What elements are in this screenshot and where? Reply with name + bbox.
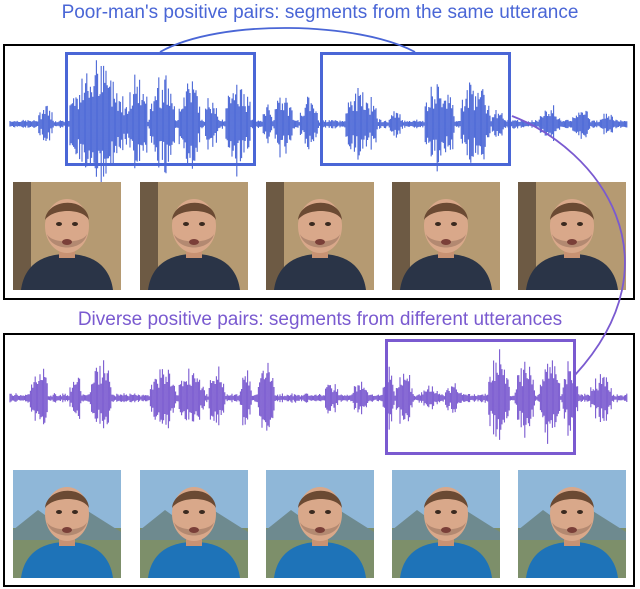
speaker-face-indoor-icon	[140, 182, 248, 290]
waveform-trace	[9, 349, 628, 444]
top-video-frame	[140, 182, 248, 290]
speaker-face-indoor-icon	[392, 182, 500, 290]
top-segment-box-right	[320, 52, 511, 166]
top-video-frame	[13, 182, 121, 290]
speaker-face-outdoor-icon	[518, 470, 626, 578]
speaker-face-outdoor-icon	[392, 470, 500, 578]
bottom-video-frame	[518, 470, 626, 578]
speaker-face-indoor-icon	[13, 182, 121, 290]
bottom-video-frame	[392, 470, 500, 578]
bottom-section-title: Diverse positive pairs: segments from di…	[77, 309, 563, 330]
bottom-video-frame	[266, 470, 374, 578]
top-section-title: Poor-man's positive pairs: segments from…	[61, 2, 579, 23]
speaker-face-outdoor-icon	[266, 470, 374, 578]
bottom-video-frame	[13, 470, 121, 578]
top-video-frame	[392, 182, 500, 290]
speaker-face-outdoor-icon	[140, 470, 248, 578]
speaker-face-outdoor-icon	[13, 470, 121, 578]
top-video-frame	[266, 182, 374, 290]
bottom-panel	[3, 333, 635, 587]
bottom-video-frame	[140, 470, 248, 578]
top-segment-box-left	[65, 52, 256, 166]
bottom-video-frames	[0, 470, 640, 580]
speaker-face-indoor-icon	[266, 182, 374, 290]
bottom-segment-box	[385, 339, 576, 455]
